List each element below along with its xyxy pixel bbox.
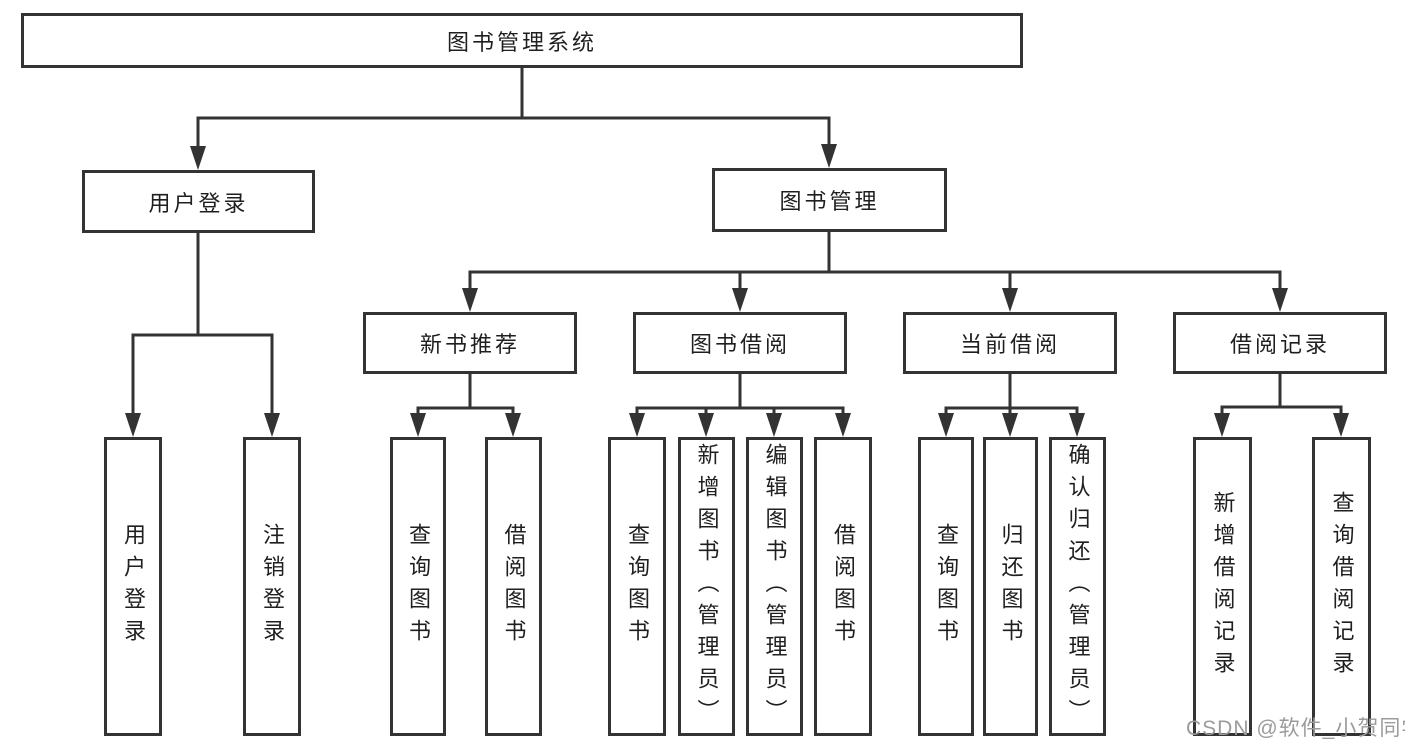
leaf-current-return: 归还图书 [983, 437, 1038, 736]
leaf-borrow-query-label: 查询图书 [625, 522, 650, 651]
leaf-borrow-add-admin-label: 新增图书（管理员） [694, 442, 720, 731]
leaf-current-query: 查询图书 [918, 437, 974, 736]
leaf-logout: 注销登录 [243, 437, 301, 736]
leaf-current-query-label: 查询图书 [934, 522, 959, 651]
node-book-borrow-label: 图书借阅 [689, 332, 790, 357]
connector-borrow-to-leaves [635, 374, 845, 415]
leaf-logout-label: 注销登录 [260, 522, 285, 651]
leaf-newbook-query-label: 查询图书 [406, 522, 431, 651]
leaf-user-login-label: 用户登录 [121, 522, 146, 651]
leaf-current-return-label: 归还图书 [998, 522, 1024, 651]
node-new-book-recommend: 新书推荐 [363, 312, 577, 374]
arrowhead [835, 413, 851, 437]
arrowhead [505, 413, 521, 437]
arrowhead [821, 144, 837, 168]
connector-current-to-leaves [944, 374, 1079, 415]
arrowhead [1272, 288, 1288, 312]
arrowhead [629, 413, 645, 437]
node-current-borrow: 当前借阅 [903, 312, 1117, 374]
watermark: CSDN @软件_小贺同学 [1186, 717, 1405, 740]
leaf-borrow-edit-admin-label: 编辑图书（管理员） [762, 442, 788, 731]
leaf-borrow-book-label: 借阅图书 [831, 522, 856, 651]
node-root: 图书管理系统 [21, 13, 1023, 68]
leaf-borrow-add-admin: 新增图书（管理员） [678, 437, 735, 736]
arrowhead [1002, 413, 1018, 437]
leaf-borrow-book: 借阅图书 [814, 437, 872, 736]
leaf-records-add: 新增借阅记录 [1193, 437, 1252, 736]
node-borrow-records: 借阅记录 [1173, 312, 1387, 374]
node-root-label: 图书管理系统 [446, 29, 597, 55]
leaf-records-query-label: 查询借阅记录 [1329, 490, 1355, 683]
node-current-borrow-label: 当前借阅 [959, 332, 1060, 357]
node-book-management-label: 图书管理 [779, 189, 880, 214]
arrowhead [732, 288, 748, 312]
leaf-borrow-edit-admin: 编辑图书（管理员） [746, 437, 803, 736]
leaf-current-confirm-admin: 确认归还（管理员） [1049, 437, 1106, 736]
arrowhead [1002, 288, 1018, 312]
connector-userlogin-to-leaves [131, 233, 274, 415]
connector-root-to-level2 [196, 68, 831, 148]
connector-newbook-to-leaves [416, 374, 515, 415]
arrowhead [190, 146, 206, 170]
node-user-login: 用户登录 [82, 170, 315, 233]
arrowhead [125, 413, 141, 437]
leaf-user-login: 用户登录 [104, 437, 162, 736]
leaf-borrow-query: 查询图书 [608, 437, 666, 736]
arrowhead [264, 413, 280, 437]
node-borrow-records-label: 借阅记录 [1229, 332, 1330, 357]
leaf-newbook-borrow-label: 借阅图书 [501, 522, 527, 651]
node-book-borrow: 图书借阅 [633, 312, 847, 374]
arrowhead [766, 413, 782, 437]
leaf-current-confirm-admin-label: 确认归还（管理员） [1065, 442, 1091, 731]
arrowhead [938, 413, 954, 437]
arrowhead [1214, 413, 1230, 437]
arrowhead [698, 413, 714, 437]
arrowhead [1333, 413, 1349, 437]
node-book-management: 图书管理 [712, 168, 947, 232]
arrowhead [410, 413, 426, 437]
arrowhead [462, 288, 478, 312]
node-new-book-recommend-label: 新书推荐 [419, 332, 520, 357]
leaf-newbook-borrow: 借阅图书 [485, 437, 542, 736]
leaf-newbook-query: 查询图书 [390, 437, 446, 736]
connector-bookmgmt-to-level3 [468, 232, 1282, 290]
leaf-records-add-label: 新增借阅记录 [1210, 490, 1236, 683]
leaf-records-query: 查询借阅记录 [1312, 437, 1371, 736]
connector-records-to-leaves [1220, 374, 1343, 415]
node-user-login-label: 用户登录 [148, 190, 249, 216]
arrowhead [1069, 413, 1085, 437]
